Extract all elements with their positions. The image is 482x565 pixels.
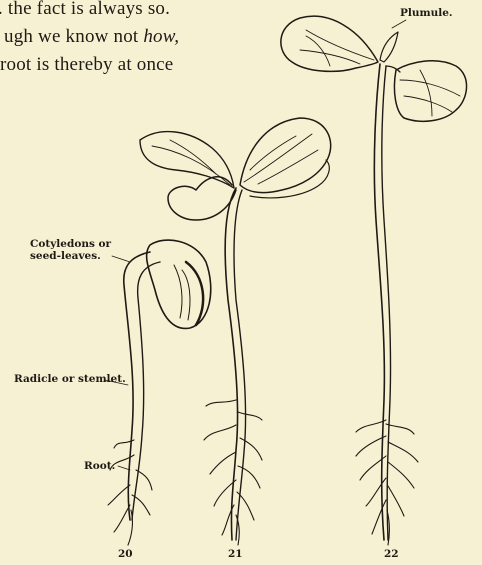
figure-21-roots	[204, 400, 262, 545]
right-leaf-veins	[244, 134, 318, 184]
figure-22-seedling	[281, 16, 467, 545]
upper-left-leaf-veins	[300, 30, 374, 66]
figure-20-seedling	[108, 240, 211, 545]
root-leader-line	[118, 466, 130, 470]
seed-shading	[174, 265, 190, 320]
radicle-leader-line	[105, 380, 128, 385]
right-leaf-upper-veins	[400, 70, 460, 116]
plumule-icon	[380, 32, 398, 62]
plumule-leader-line	[392, 20, 406, 28]
left-leaf-icon	[140, 132, 234, 188]
left-leaf-veins	[152, 140, 230, 185]
cotyledons-leader-line	[112, 256, 130, 262]
figure-22-stem	[374, 64, 384, 540]
figure-21-seedling	[140, 118, 331, 545]
right-leaf-upper-icon	[394, 61, 466, 122]
figure-22-stem-inner	[382, 66, 391, 540]
radicle-stem-inner	[132, 262, 160, 520]
right-leaf-icon	[240, 118, 331, 193]
